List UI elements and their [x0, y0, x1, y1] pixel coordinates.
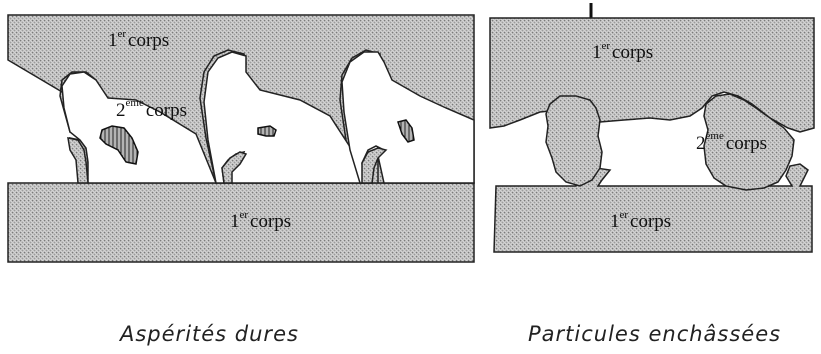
right-particle-1 — [546, 96, 602, 186]
left-debris-2 — [258, 126, 276, 136]
right-caption: Particules enchâssées — [528, 322, 781, 346]
left-caption: Aspérités dures — [118, 322, 299, 346]
